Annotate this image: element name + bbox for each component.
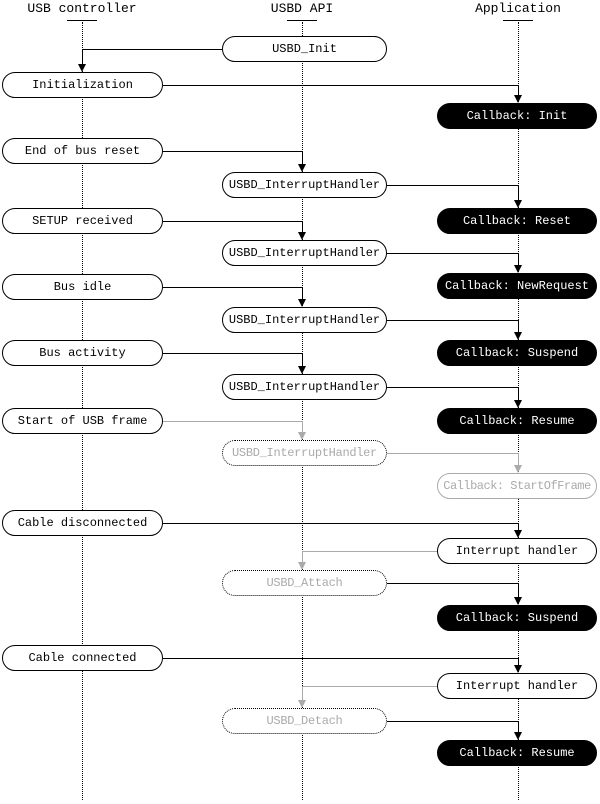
connector-line <box>518 320 519 332</box>
api-node-interrupt-handler: USBD_InterruptHandler <box>222 172 387 198</box>
event-node-setup-received: SETUP received <box>2 208 163 234</box>
connector-line <box>302 151 303 164</box>
arrow-down-icon <box>514 332 522 340</box>
arrow-down-icon <box>514 200 522 208</box>
app-node-interrupt-handler: Interrupt handler <box>437 538 597 564</box>
connector-line <box>518 85 519 95</box>
callback-node-init: Callback: Init <box>437 103 597 129</box>
lifeline-label-usb-controller: USB controller <box>27 1 137 16</box>
callback-node-newrequest: Callback: NewRequest <box>437 273 597 299</box>
event-node-start-of-usb-frame: Start of USB frame <box>2 408 163 434</box>
connector-line <box>518 185 519 200</box>
connector-line <box>163 421 302 422</box>
lifeline-head-bar <box>503 20 533 21</box>
callback-node-startofframe-ghost: Callback: StartOfFrame <box>437 473 597 499</box>
connector-line <box>302 686 303 700</box>
connector-line <box>302 287 303 299</box>
arrow-down-icon <box>78 64 86 72</box>
arrow-down-icon <box>514 265 522 273</box>
connector-line <box>302 551 437 552</box>
arrow-down-icon <box>514 665 522 673</box>
connector-line <box>163 353 302 354</box>
arrow-down-icon <box>298 432 306 440</box>
arrow-down-icon <box>514 400 522 408</box>
connector-line <box>82 49 222 50</box>
connector-line <box>387 185 518 186</box>
api-node-usbd-detach-ghost: USBD_Detach <box>222 708 387 734</box>
connector-line <box>518 658 519 665</box>
lifeline-label-usbd-api: USBD API <box>270 1 334 16</box>
arrow-down-icon <box>298 164 306 172</box>
event-node-cable-disconnected: Cable disconnected <box>2 510 163 536</box>
api-node-interrupt-handler: USBD_InterruptHandler <box>222 307 387 333</box>
connector-line <box>163 151 302 152</box>
callback-node-reset: Callback: Reset <box>437 208 597 234</box>
connector-line <box>163 221 302 222</box>
arrow-down-icon <box>298 562 306 570</box>
connector-line <box>302 551 303 562</box>
connector-line <box>518 253 519 265</box>
connector-line <box>387 453 518 454</box>
connector-line <box>387 253 518 254</box>
arrow-down-icon <box>514 597 522 605</box>
arrow-down-icon <box>514 530 522 538</box>
api-node-interrupt-handler: USBD_InterruptHandler <box>222 240 387 266</box>
callback-node-resume: Callback: Resume <box>437 408 597 434</box>
lifeline-usbd-api <box>302 22 303 800</box>
event-node-bus-activity: Bus activity <box>2 340 163 366</box>
api-node-interrupt-handler-ghost: USBD_InterruptHandler <box>222 440 387 466</box>
connector-line <box>387 320 518 321</box>
connector-line <box>82 49 83 64</box>
connector-line <box>163 85 518 86</box>
connector-line <box>163 287 302 288</box>
connector-line <box>302 353 303 366</box>
arrow-down-icon <box>514 95 522 103</box>
arrow-down-icon <box>298 366 306 374</box>
connector-line <box>302 221 303 232</box>
callback-node-suspend: Callback: Suspend <box>437 340 597 366</box>
arrow-down-icon <box>514 465 522 473</box>
connector-line <box>518 387 519 400</box>
event-node-end-of-bus-reset: End of bus reset <box>2 138 163 164</box>
api-node-usbd-init: USBD_Init <box>222 36 387 62</box>
callback-node-suspend: Callback: Suspend <box>437 605 597 631</box>
connector-line <box>302 686 437 687</box>
lifeline-label-application: Application <box>475 1 561 16</box>
event-node-cable-connected: Cable connected <box>2 645 163 671</box>
app-node-interrupt-handler: Interrupt handler <box>437 673 597 699</box>
arrow-down-icon <box>298 700 306 708</box>
callback-node-resume: Callback: Resume <box>437 740 597 766</box>
connector-line <box>387 387 518 388</box>
event-node-initialization: Initialization <box>2 72 163 98</box>
connector-line <box>163 658 518 659</box>
event-node-bus-idle: Bus idle <box>2 274 163 300</box>
lifeline-head-bar <box>287 20 317 21</box>
connector-line <box>387 583 518 584</box>
connector-line <box>518 453 519 465</box>
connector-line <box>518 523 519 530</box>
connector-line <box>302 421 303 432</box>
api-node-usbd-attach-ghost: USBD_Attach <box>222 570 387 596</box>
connector-line <box>163 523 518 524</box>
api-node-interrupt-handler: USBD_InterruptHandler <box>222 374 387 400</box>
connector-line <box>518 583 519 597</box>
arrow-down-icon <box>514 732 522 740</box>
lifeline-head-bar <box>67 20 97 21</box>
connector-line <box>387 721 518 722</box>
connector-line <box>518 721 519 732</box>
arrow-down-icon <box>298 299 306 307</box>
arrow-down-icon <box>298 232 306 240</box>
